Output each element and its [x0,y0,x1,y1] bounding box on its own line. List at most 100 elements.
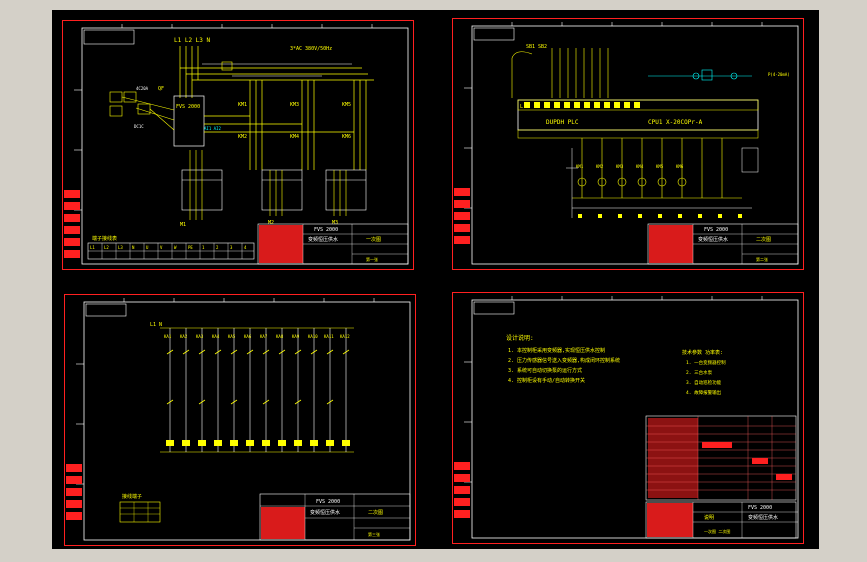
note-line: 2. 压力传感器信号送入变频器,构成闭环控制系统 [508,357,620,364]
motor-label: M3 [332,220,338,226]
relay-label: KA10 [308,334,318,339]
contactor-label: KM5 [342,102,351,108]
title-drawing: FVS 2000 [314,227,338,233]
title-subtitle: 变频恒压供水 [748,514,778,521]
title-drawing: FVS 2000 [316,499,340,505]
sheet-relay-ladder[interactable]: L1 N [64,294,416,546]
relay-label: KA2 [180,334,188,339]
title-sheet-no: 一次图 [366,236,381,243]
output-coils [572,138,742,199]
legend-cell: 3 [230,245,233,250]
plc-power-label: L N [520,104,529,110]
rating-note: 3*AC 380V/50Hz [290,46,332,52]
title-page: 第一张 [366,256,378,262]
output-tags: KM1 KM2 KM3 KM4 KM5 KM6 [576,164,684,169]
vfd-block [173,95,205,147]
title-subtitle: 变频恒压供水 [308,236,338,243]
side-notes-title: 技术参数 功率表: [682,349,723,356]
output-label: KM6 [676,164,684,169]
terminal-legend-cells: L1 L2 L3 N U V W PE 1 2 3 4 [90,245,247,250]
legend-cell: L2 [104,245,109,250]
zone-ticks [464,22,763,209]
title-block-grid [302,224,408,264]
corner-box [83,29,135,45]
legend-cell: N [132,245,135,250]
sheet-inner-frame [471,25,799,265]
title-block-red-table [259,225,303,263]
supply-label: L1 L2 L3 N [174,37,211,44]
input-tags: SB1 SB2 [526,44,547,50]
vfd-io [109,91,175,131]
terminal-legend [119,501,161,523]
title-block-grid [692,224,798,264]
ground-terminals [578,214,742,218]
relay-label: KA3 [196,334,204,339]
legend-cell: 4 [244,245,247,250]
corner-box [473,27,515,41]
legend-cell: PE [188,245,193,250]
side-label-strip [454,188,470,244]
motor-label: M1 [180,222,186,228]
sheet-plc-circuit[interactable]: SB1 SB2 P(4-20mA) L N DUPDH PLC CPU1 X-2… [452,18,804,270]
sheet-inner-frame [471,299,799,539]
plc-io-label: CPU1 X-20COPr-A [648,119,703,126]
legend-cell: L1 [90,245,95,250]
relay-label: KA11 [324,334,334,339]
output-label: KM5 [656,164,664,169]
title-block [645,501,797,539]
relay-label: KA8 [276,334,284,339]
vfd-aux-label: AI1 AI2 [204,126,221,131]
title-page: 第三张 [368,531,380,537]
title-block-red-table [261,507,305,539]
zone-ticks [76,298,375,485]
legend-title: 端子接线表 [92,235,117,242]
legend-cell: L3 [118,245,123,250]
legend-cell: W [174,245,177,250]
sheet-outer-frame [62,20,414,270]
breaker-label: QF [158,86,164,92]
legend-cell: U [146,245,149,250]
vfd-tag: 4C20A [136,86,149,91]
sensor-link [648,69,752,81]
title-sheet-no: 说明 [704,514,714,521]
corner-box [473,301,515,315]
title-drawing: FVS 2000 [748,505,772,511]
title-sheet-no: 二次图 [368,509,383,516]
fuse-box [221,61,233,71]
note-line: 3. 系统可自动切换泵的运行方式 [508,367,582,374]
title-subtitle: 变频恒压供水 [698,236,728,243]
title-sheet-no: 二次图 [756,236,771,243]
title-block-red-table [649,225,693,263]
supply-bus [179,46,374,98]
note-line: 4. 控制柜设有手动/自动转换开关 [508,377,585,384]
relay-label: KA5 [228,334,236,339]
title-block-grid [260,494,410,540]
relay-label: KA12 [340,334,350,339]
ladder-contacts [166,349,350,405]
title-block-red-table [647,503,693,537]
terminal-legend-grid [88,243,254,259]
cad-canvas[interactable]: L1 L2 L3 N 3*AC 380V/50Hz FVS 2000 QF [52,10,819,549]
relay-label: KA1 [164,334,172,339]
side-label-strip [66,464,82,520]
contactor-label: KM4 [290,134,299,140]
contactor-columns [204,80,367,170]
sheet-design-notes[interactable]: 设计说明: 1. 本控制柜采用变频器,实现恒压供水控制 2. 压力传感器信号送入… [452,292,804,544]
sheet-outer-frame [452,292,804,544]
contactor-label: KM3 [290,102,299,108]
relay-label: KA9 [292,334,300,339]
contactor-label: KM6 [342,134,351,140]
contactor-label: KM2 [238,134,247,140]
sensor-tag: P(4-20mA) [768,72,790,77]
input-switches [511,48,609,98]
side-label-strip [64,190,80,258]
corner-box [85,303,127,317]
title-subtitle: 变频恒压供水 [310,509,340,516]
side-note: 4. 故障报警输出 [686,389,722,396]
note-line: 1. 本控制柜采用变频器,实现恒压供水控制 [508,347,605,354]
sheet-outer-frame [64,294,416,546]
sheet-main-circuit[interactable]: L1 L2 L3 N 3*AC 380V/50Hz FVS 2000 QF [62,20,414,270]
output-label: KM3 [616,164,624,169]
sheet-inner-frame [81,27,409,265]
motor-leads [189,150,347,220]
